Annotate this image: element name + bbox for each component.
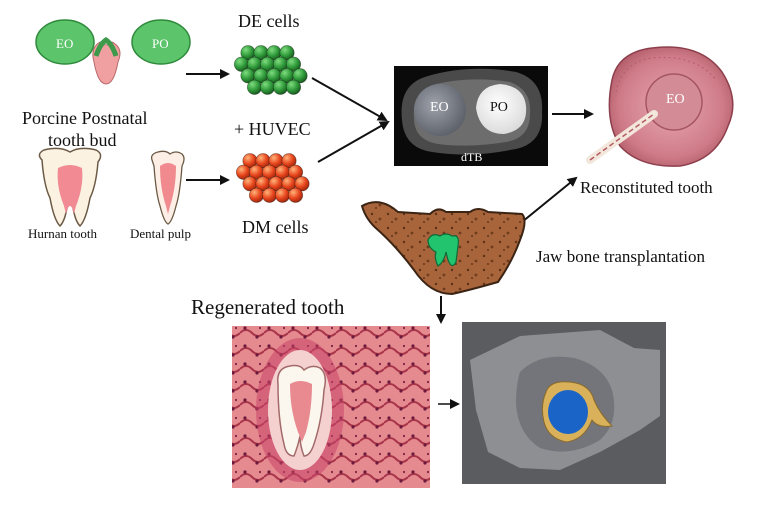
eo-label-reconstituted: EO	[666, 92, 685, 107]
histology-image	[232, 326, 430, 488]
dtb-image	[394, 66, 548, 166]
reconstituted-tooth-image	[586, 46, 734, 167]
dental-pulp-icon	[150, 150, 185, 225]
de-cell	[272, 79, 289, 95]
de-cells-cluster	[233, 45, 308, 95]
dm-cell	[281, 153, 297, 169]
regenerated-tooth-label: Regenerated tooth	[191, 295, 345, 319]
dm-cell	[261, 187, 278, 203]
porcine-bud-label-line2: tooth bud	[48, 130, 117, 150]
de-cells-label: DE cells	[238, 11, 300, 31]
human-tooth-label: Hurnan tooth	[28, 226, 97, 241]
arrow-de-to-dtb	[311, 77, 388, 121]
human-tooth-icon	[38, 147, 102, 228]
jaw-bone-image	[360, 201, 526, 296]
dm-cells-label: DM cells	[242, 217, 309, 237]
de-cell	[285, 56, 302, 72]
dtb-label: dTB	[461, 150, 483, 164]
dm-cell	[287, 187, 304, 203]
scan-image	[462, 322, 666, 484]
plus-huvec-label: + HUVEC	[234, 119, 311, 139]
dm-cell	[287, 164, 304, 180]
po-label-dtb: PO	[490, 100, 508, 115]
eo-label-bud: EO	[56, 36, 74, 51]
dm-cell	[294, 176, 310, 192]
arrow-dm-to-dtb	[317, 121, 390, 163]
de-cell	[246, 79, 263, 95]
de-cell	[259, 79, 276, 95]
de-cell	[292, 68, 308, 84]
de-cell	[285, 79, 302, 95]
porcine-bud-label-line1: Porcine Postnatal	[22, 108, 148, 128]
arrow-jaw-to-reconstituted	[521, 176, 578, 223]
po-label-bud: PO	[152, 36, 169, 51]
dm-cell	[248, 187, 265, 203]
jaw-bone-label: Jaw bone transplantation	[536, 247, 706, 266]
eo-label-dtb: EO	[430, 100, 449, 115]
dental-pulp-label: Dental pulp	[130, 226, 192, 241]
de-cell	[279, 45, 295, 61]
dm-cells-cluster	[235, 153, 310, 203]
reconstituted-tooth-label: Reconstituted tooth	[580, 178, 713, 197]
porcine-tooth-bud-icon	[35, 19, 191, 85]
dm-cell	[274, 187, 291, 203]
